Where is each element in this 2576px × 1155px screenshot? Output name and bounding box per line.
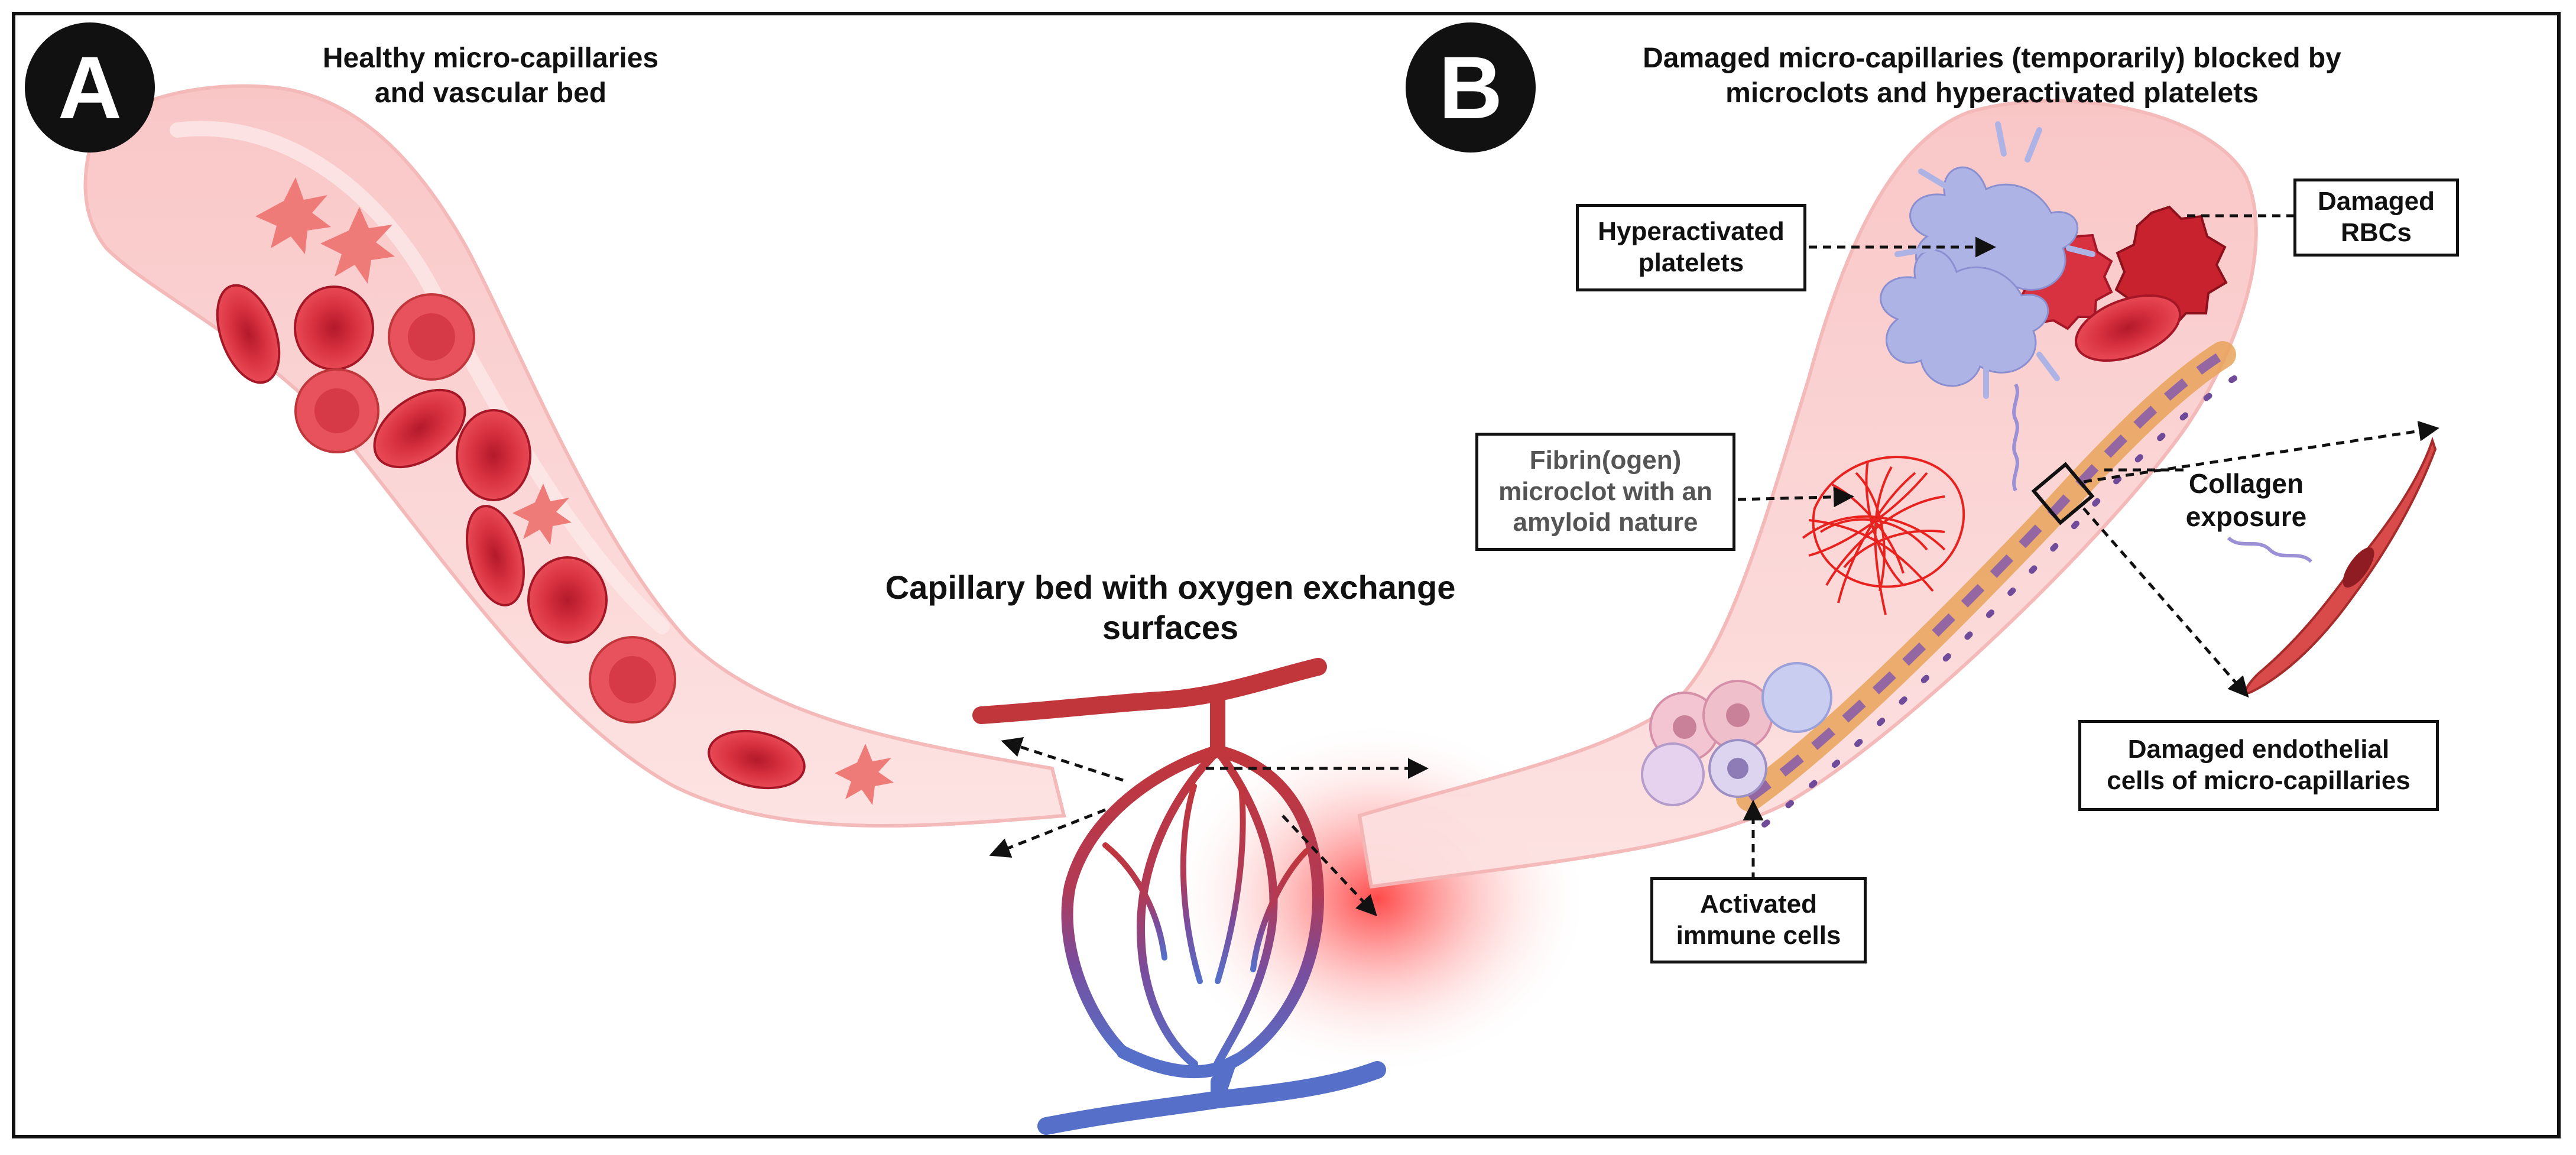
red-blood-cell <box>466 505 525 606</box>
label-collagen-exposure: Collagen exposure <box>2185 468 2307 533</box>
red-blood-cell <box>527 556 608 644</box>
callout-damaged-rbcs: Damaged RBCs <box>2293 179 2459 257</box>
healthy-rbc-group <box>216 284 806 790</box>
annotation-arrows <box>989 205 2439 917</box>
damaged-red-blood-cell <box>2075 294 2181 362</box>
red-blood-cell <box>314 388 359 433</box>
panel-a-title: Healthy micro-capillaries and vascular b… <box>322 43 659 109</box>
platelet <box>255 177 331 254</box>
arrow-zoom-top <box>2083 420 2439 484</box>
panel-b-badge: B <box>1406 22 1536 153</box>
callout-hyperactivated-platelets: Hyperactivated platelets <box>1576 204 1806 291</box>
red-blood-cell <box>216 284 281 384</box>
red-blood-cell <box>708 729 806 790</box>
callout-damaged-endothelial: Damaged endothelial cells of micro-capil… <box>2078 720 2439 811</box>
healthy-platelets <box>255 177 894 805</box>
activated-platelets <box>1880 121 2095 399</box>
healthy-vessel <box>83 84 1066 828</box>
platelet <box>512 484 572 545</box>
red-blood-cell <box>609 656 656 703</box>
activated-immune-cells <box>1641 662 1832 806</box>
callout-fibrin-microclot: Fibrin(ogen) microclot with an amyloid n… <box>1475 433 1735 551</box>
immune-cell <box>1761 662 1832 733</box>
collagen-fiber <box>2227 536 2313 563</box>
endothelial-nucleus <box>2343 547 2374 588</box>
capillary-bed <box>972 658 1386 1135</box>
fibrin-microclot <box>1802 456 1965 615</box>
arrow-bed-down-left <box>989 808 1106 858</box>
arrow-bed-down-right <box>1281 815 1377 917</box>
zoom-box <box>2031 462 2095 525</box>
red-blood-cell <box>408 313 455 361</box>
arrow-bed-up-left <box>1001 737 1124 782</box>
figure-border <box>12 12 2561 1138</box>
arrow-zoom-bottom <box>2082 507 2249 698</box>
arrow-fibrin-microclot <box>1737 486 1854 508</box>
collagen-fiber <box>2012 383 2019 492</box>
damaged-endothelium <box>1736 341 2237 828</box>
platelet <box>835 744 894 805</box>
red-blood-cell <box>456 409 531 501</box>
panel-a-badge: A <box>25 22 155 153</box>
capillary-bed-title: Capillary bed with oxygen exchange surfa… <box>885 569 1456 647</box>
healthy-vessel-highlight <box>170 121 670 634</box>
panel-b-title: Damaged micro-capillaries (temporarily) … <box>1643 43 2341 109</box>
immune-cell <box>1641 742 1705 806</box>
callout-activated-immune: Activated immune cells <box>1650 877 1867 963</box>
red-blood-cell <box>373 388 466 469</box>
platelet <box>320 207 395 284</box>
